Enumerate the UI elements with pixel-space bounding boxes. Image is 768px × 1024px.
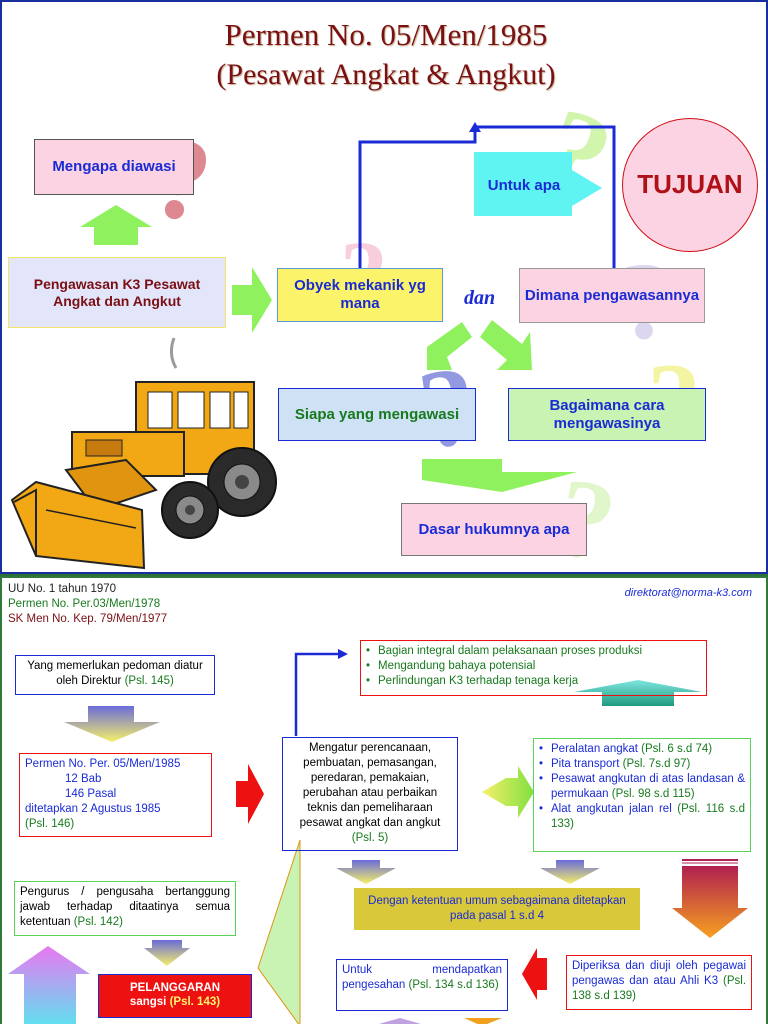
- flow-arrows: [80, 122, 616, 492]
- connector-line: [294, 652, 338, 736]
- left-arrow: [522, 948, 547, 1000]
- tujuan-circle: TUJUAN: [622, 118, 758, 252]
- pengesahan-ref: (Psl. 134 s.d 136): [408, 979, 499, 991]
- permen-box: Permen No. Per. 05/Men/1985 12 Bab 146 P…: [19, 753, 212, 837]
- down-right-arrow: [480, 320, 532, 370]
- down-left-arrow: [427, 322, 472, 370]
- up-arrow: [80, 205, 152, 245]
- untuk-apa-label-box: Untuk apa: [480, 164, 568, 208]
- down-arrow: [540, 860, 600, 884]
- untuk-apa-label: Untuk apa: [487, 177, 561, 194]
- side-wedge: [257, 839, 301, 1024]
- down-arrow: [672, 866, 748, 938]
- permen-line: ditetapkan 2 Agustus 1985: [25, 803, 161, 815]
- bullet-item: Perlindungan K3 terhadap tenaga kerja: [366, 674, 701, 689]
- tujuan-label: TUJUAN: [637, 169, 743, 200]
- ketentuan-box: Dengan ketentuan umum sebagaimana diteta…: [354, 888, 640, 930]
- arrowhead-icon: [469, 122, 481, 132]
- mengatur-ref: (Psl. 5): [351, 832, 389, 844]
- pelanggaran-title: PELANGGARAN: [129, 982, 221, 995]
- right-arrow: [236, 764, 264, 824]
- header-line: SK Men No. Kep. 79/Men/1977: [8, 613, 168, 625]
- mengapa-box: Mengapa diawasi: [34, 139, 194, 195]
- header-line: Permen No. Per.03/Men/1978: [8, 598, 161, 610]
- pengesahan-box: Untuk mendapatkan pengesahan (Psl. 134 s…: [336, 959, 508, 1011]
- pelanggaran-box: PELANGGARAN sangsi (Psl. 143): [98, 974, 252, 1018]
- down-arrow: [464, 1018, 502, 1024]
- dan-label: dan: [464, 287, 496, 309]
- sangsi-line: sangsi (Psl. 143): [129, 996, 221, 1008]
- equipment-item: Alat angkutan jalan rel (Psl. 116 s.d 13…: [539, 802, 745, 832]
- diperiksa-box: Diperiksa dan diuji oleh pegawai pengawa…: [566, 955, 752, 1010]
- obyek-label: Obyek mekanik yg mana: [294, 277, 426, 312]
- bagaimana-label: Bagaimana cara mengawasinya: [549, 396, 665, 432]
- equipment-item: Pesawat angkutan di atas landasan & perm…: [539, 772, 745, 802]
- pengurus-text: Pengurus / pengusaha bertanggung jawab t…: [20, 886, 230, 928]
- mengatur-text: Mengatur perencanaan, pembuatan, pemasan…: [299, 742, 441, 829]
- bullet-item: Bagian integral dalam pelaksanaan proses…: [366, 644, 701, 659]
- bagaimana-box: Bagaimana cara mengawasinya: [508, 388, 706, 441]
- down-arrow: [144, 940, 190, 966]
- up-arrow: [8, 946, 90, 1024]
- down-arrow: [422, 459, 577, 492]
- dasar-box: Dasar hukumnya apa: [401, 503, 587, 556]
- permen-ref: (Psl. 146): [25, 818, 75, 830]
- wheel-loader-illustration: [10, 337, 277, 570]
- obyek-box: Obyek mekanik yg mana: [277, 268, 443, 322]
- down-arrow: [64, 706, 160, 742]
- pedoman-ref: (Psl. 145): [124, 675, 174, 687]
- pengurus-box: Pengurus / pengusaha bertanggung jawab t…: [14, 881, 236, 936]
- dimana-box: Dimana pengawasannya: [519, 268, 705, 323]
- arrowhead-icon: [338, 649, 348, 659]
- pedoman-box: Yang memerlukan pedoman diatur oleh Dire…: [15, 655, 215, 695]
- mengatur-box: Mengatur perencanaan, pembuatan, pemasan…: [282, 737, 458, 851]
- slide-permen-structure: UU No. 1 tahun 1970 Permen No. Per.03/Me…: [0, 576, 768, 1024]
- equipment-item: Peralatan angkat (Psl. 6 s.d 74): [539, 742, 745, 757]
- left-arrow: [482, 766, 534, 818]
- permen-line: Permen No. Per. 05/Men/1985: [25, 758, 181, 770]
- equipment-item: Pita transport (Psl. 7s.d 97): [539, 757, 745, 772]
- slide-title-line1: Permen No. 05/Men/1985: [224, 17, 548, 52]
- siapa-label: Siapa yang mengawasi: [294, 405, 460, 423]
- connector-line: [358, 125, 616, 270]
- pedoman-text: Yang memerlukan pedoman diatur oleh Dire…: [27, 660, 203, 687]
- email-text: direktorat@norma-k3.com: [624, 587, 752, 599]
- slide-pesawat-angkat: Permen No. 05/Men/1985 (Pesawat Angkat &…: [0, 0, 768, 574]
- pengesahan-text: Untuk mendapatkan pengesahan: [342, 964, 502, 991]
- bullets-top-box: Bagian integral dalam pelaksanaan proses…: [360, 640, 707, 696]
- diperiksa-ref: (Psl. 138 s.d 139): [572, 975, 747, 1002]
- dasar-label: Dasar hukumnya apa: [418, 520, 570, 538]
- pengawasan-label: Pengawasan K3 Pesawat Angkat dan Angkut: [33, 275, 201, 309]
- mengapa-label: Mengapa diawasi: [52, 158, 176, 175]
- bullet-item: Mengandung bahaya potensial: [366, 659, 701, 674]
- slide-divider: [0, 574, 768, 576]
- ketentuan-text: Dengan ketentuan umum sebagaimana diteta…: [368, 895, 626, 922]
- slide-title-line2: (Pesawat Angkat & Angkut): [216, 58, 556, 91]
- diperiksa-text: Diperiksa dan diuji oleh pegawai pengawa…: [572, 960, 746, 987]
- header-line: UU No. 1 tahun 1970: [8, 583, 117, 595]
- down-arrow: [336, 860, 396, 884]
- siapa-box: Siapa yang mengawasi: [278, 388, 476, 441]
- right-arrow: [232, 267, 272, 333]
- permen-line: 146 Pasal: [65, 788, 117, 800]
- pengawasan-box: Pengawasan K3 Pesawat Angkat dan Angkut: [8, 257, 226, 328]
- permen-line: 12 Bab: [65, 773, 102, 785]
- equipment-box: Peralatan angkat (Psl. 6 s.d 74) Pita tr…: [533, 738, 751, 852]
- untuk-apa-arrow: [474, 152, 602, 216]
- header-uu: UU No. 1 tahun 1970 Permen No. Per.03/Me…: [8, 582, 167, 627]
- up-arrow: [379, 1018, 421, 1024]
- pengurus-ref: (Psl. 142): [73, 916, 123, 928]
- dimana-label: Dimana pengawasannya: [524, 286, 700, 304]
